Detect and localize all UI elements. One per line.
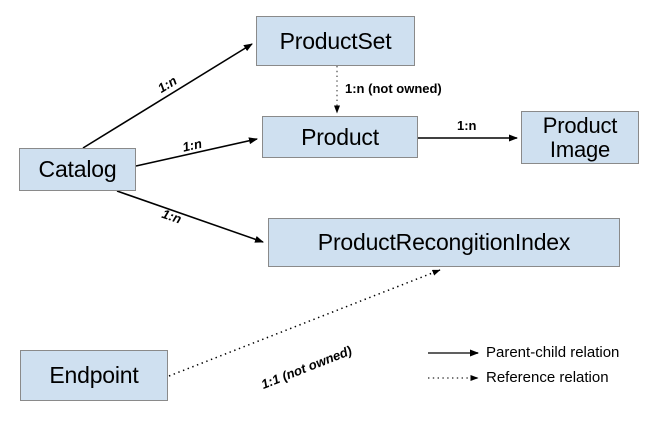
legend-reference-label: Reference relation (486, 369, 609, 386)
node-product-image-label: Product Image (542, 112, 618, 162)
edge-catalog-productset (82, 43, 253, 149)
node-catalog-label: Catalog (38, 156, 117, 183)
edge-catalog-pri (116, 190, 264, 243)
node-endpoint-label: Endpoint (49, 362, 139, 389)
edge-endpoint-pri (168, 269, 441, 377)
node-product-recongition-index-label: ProductRecongitionIndex (317, 229, 571, 256)
node-productset-label: ProductSet (279, 27, 392, 54)
node-catalog[interactable]: Catalog (19, 148, 136, 191)
node-endpoint[interactable]: Endpoint (20, 350, 168, 401)
edge-label-product-productimage: 1:n (457, 118, 477, 133)
node-productset[interactable]: ProductSet (256, 16, 415, 66)
edge-label-productset-product: 1:n (not owned) (345, 81, 442, 96)
edge-catalog-product (135, 137, 258, 167)
node-product[interactable]: Product (262, 116, 418, 158)
node-product-image[interactable]: Product Image (521, 111, 639, 164)
legend-parent-child-label: Parent-child relation (486, 344, 620, 361)
node-product-label: Product (301, 123, 379, 150)
node-product-recongition-index[interactable]: ProductRecongitionIndex (268, 218, 620, 267)
